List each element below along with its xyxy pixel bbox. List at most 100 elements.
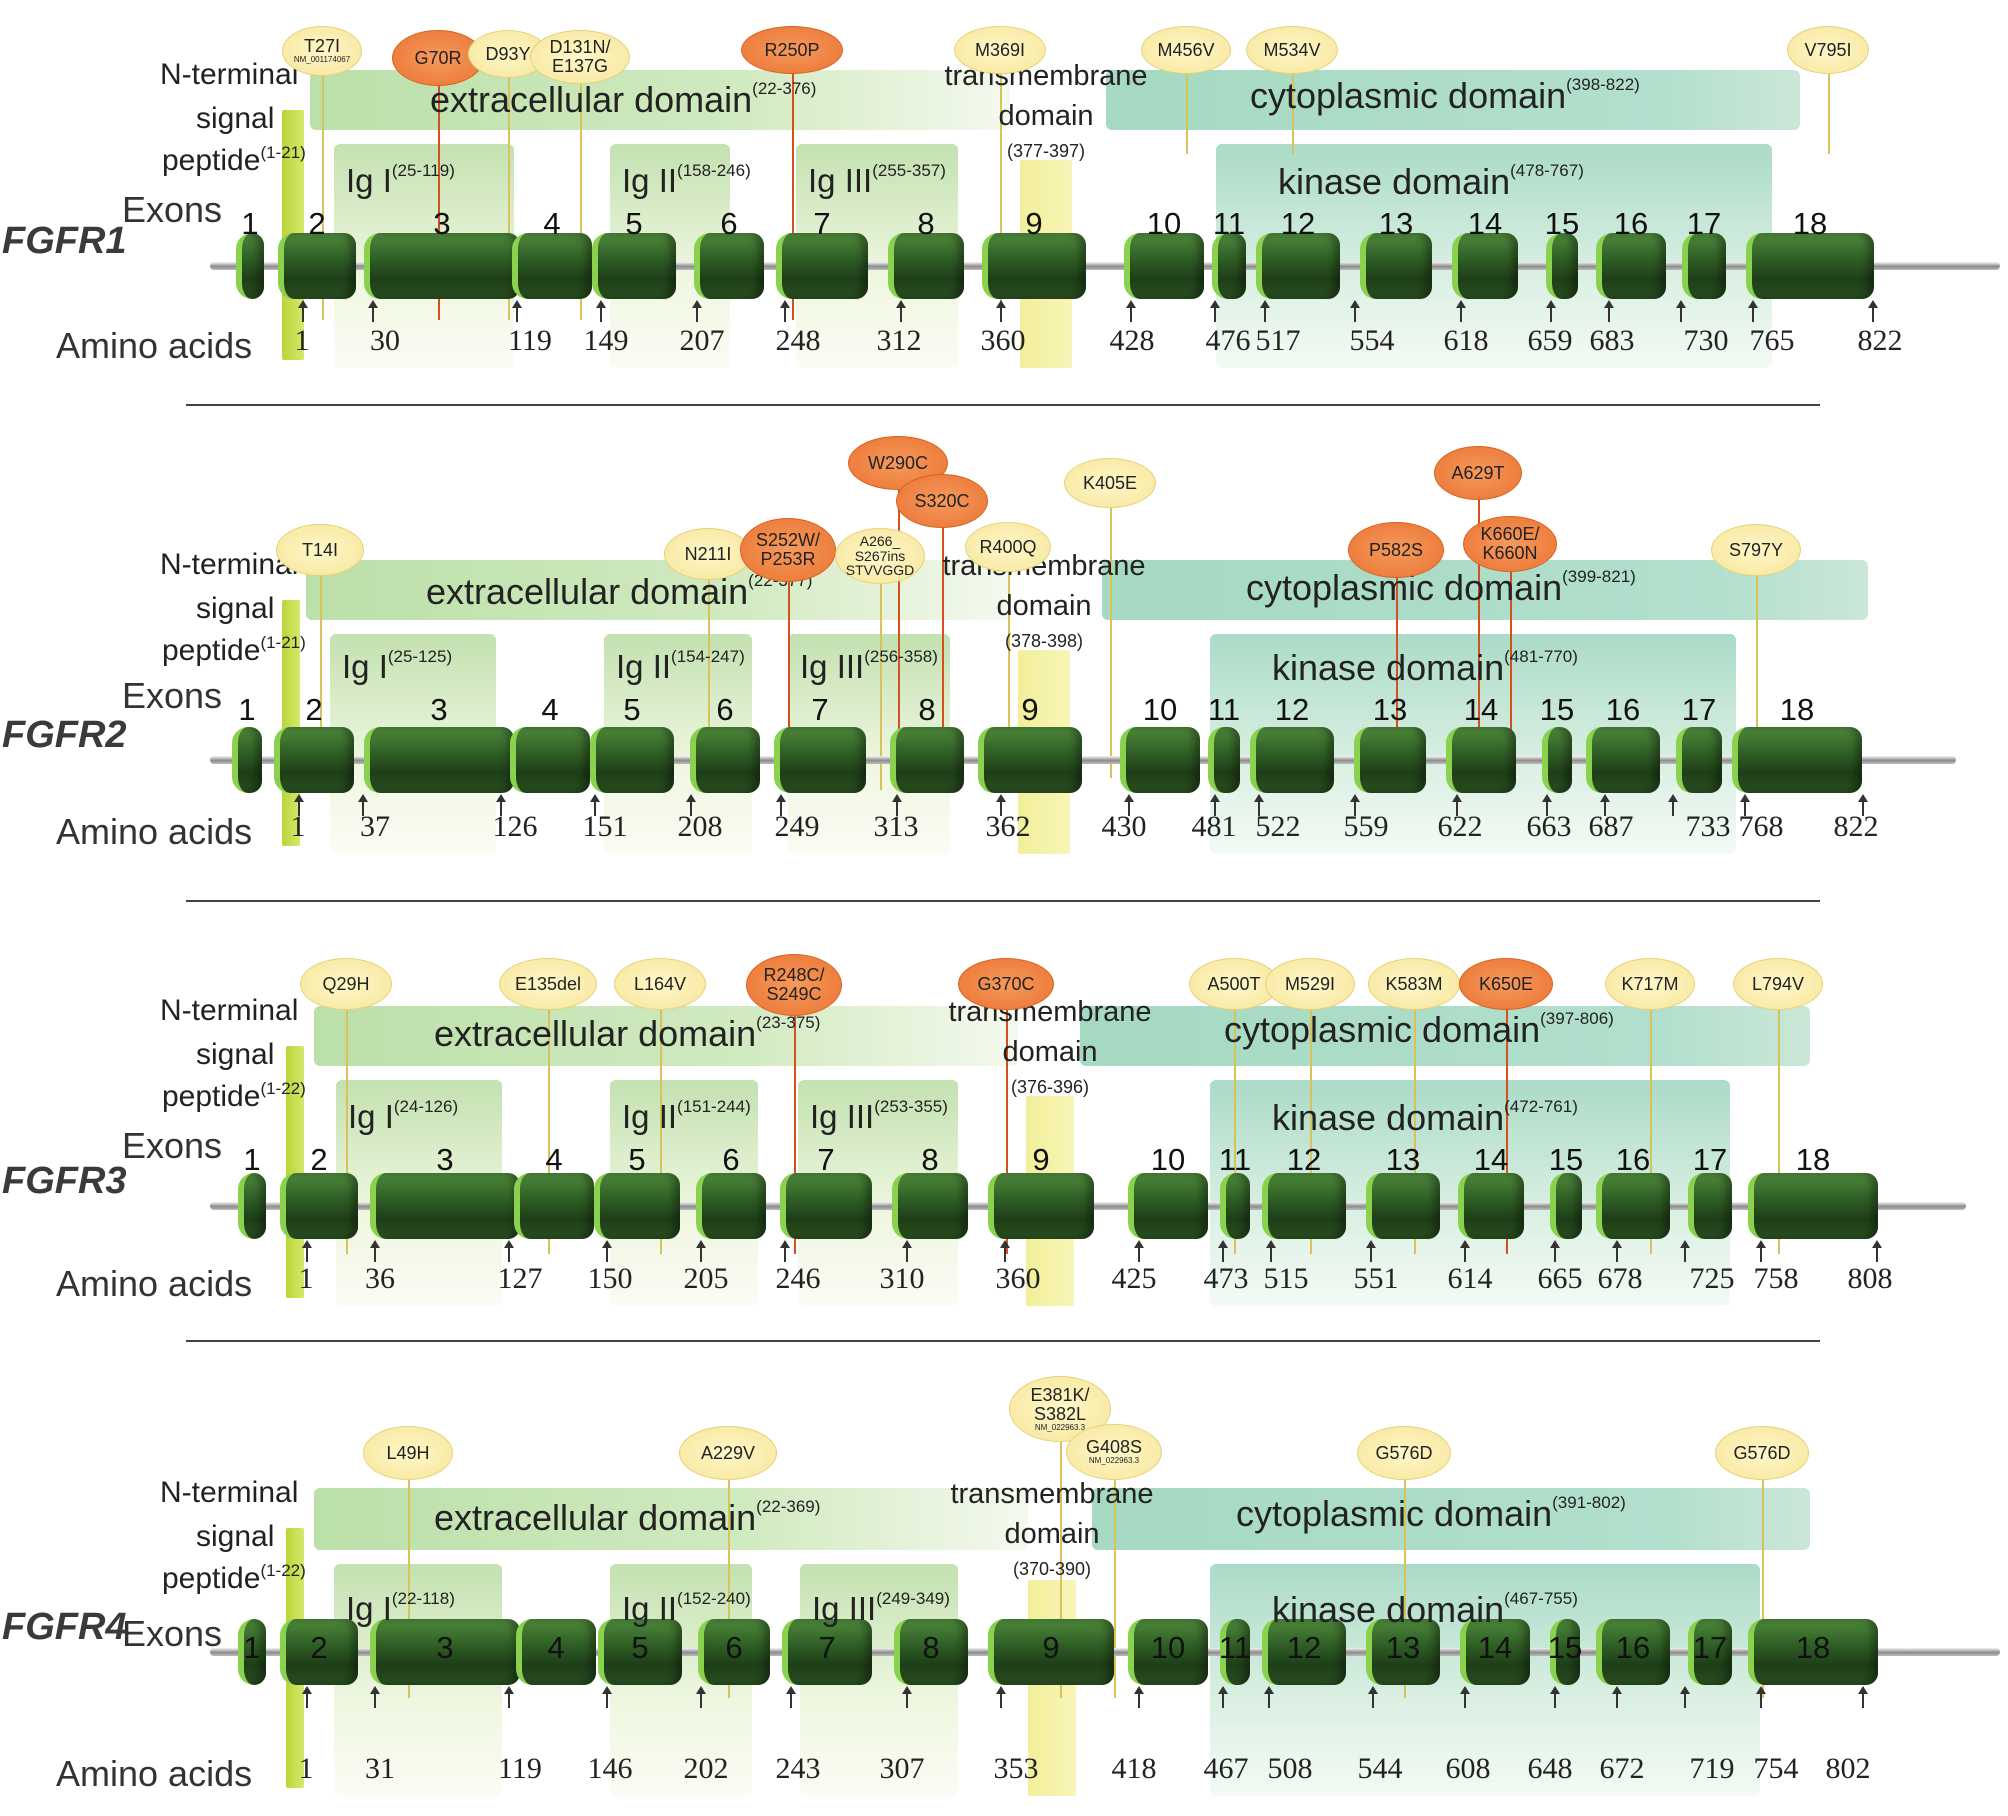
exon-number-label: 14 (1477, 1630, 1513, 1665)
mutation-stem (548, 1010, 550, 1254)
transmembrane-range: (378-398) (1004, 631, 1084, 651)
mutation-badge: S252W/ P253R (740, 518, 836, 582)
mutation-label: A266_ S267ins STVVGGD (845, 532, 915, 579)
exon-number-label: 17 (1692, 1630, 1728, 1665)
mutation-label-wrap: D93Y (485, 44, 530, 64)
exon-number-label: 5 (631, 1630, 649, 1665)
ig-domain-range: (25-125) (387, 647, 453, 666)
exon-number-label: 3 (433, 206, 451, 241)
exon-number-label: 1 (243, 1142, 261, 1177)
transmembrane-range: (370-390) (1012, 1559, 1092, 1579)
exon-15 (1550, 1173, 1582, 1239)
amino-acid-position: 31 (365, 1752, 395, 1785)
exon-number-label: 6 (722, 1142, 740, 1177)
position-arrow (1600, 794, 1610, 816)
amino-acid-position: 428 (1109, 324, 1155, 357)
mutation-stem (1234, 1010, 1236, 1254)
mutation-stem (1510, 572, 1512, 790)
position-arrow (504, 1240, 514, 1262)
mutation-label-wrap: E135del (514, 973, 582, 994)
exon-12 (1262, 1173, 1346, 1239)
mutation-label: E135del (514, 973, 582, 994)
position-arrow (1612, 1240, 1622, 1262)
amino-acid-position: 544 (1357, 1752, 1403, 1785)
mutation-label: D131N/ E137G (549, 37, 611, 76)
exon-number-label: 12 (1274, 692, 1310, 727)
position-arrow (298, 300, 308, 322)
extracellular-domain-label: extracellular domain(22-376) (430, 80, 816, 118)
exon-number-label: 2 (310, 1142, 328, 1177)
exon-number-label: 3 (436, 1630, 454, 1665)
mutation-badge: K650E (1459, 958, 1553, 1010)
exons-label: Exons (122, 1613, 223, 1654)
ig-domain-range: (154-247) (671, 647, 745, 666)
amino-acid-position: 517 (1255, 324, 1301, 357)
exon-number-label: 16 (1615, 1142, 1651, 1177)
position-arrow (1210, 300, 1220, 322)
position-arrow (1266, 1240, 1276, 1262)
exon-12 (1256, 233, 1340, 299)
ig-domain-label-2: Ig II(154-247) (616, 647, 745, 683)
exons-label: Exons (122, 675, 223, 716)
amino-acid-position: 243 (775, 1752, 821, 1785)
transmembrane-label: transmembrane (948, 996, 1152, 1028)
ig-domain-text: Ig II (622, 1590, 678, 1627)
position-arrow (602, 1240, 612, 1262)
gene-name: FGFR2 (2, 714, 127, 756)
cytoplasmic-domain-label: cytoplasmic domain(398-822) (1250, 76, 1640, 114)
exon-5 (592, 233, 676, 299)
mutation-stem (322, 76, 324, 320)
exon-number-label: 10 (1150, 1630, 1186, 1665)
exon-number-label: 18 (1792, 206, 1828, 241)
signal-label: signal (196, 102, 275, 135)
exon-number-label: 2 (308, 206, 326, 241)
kinase-range: (472-761) (1504, 1097, 1578, 1116)
position-arrow (996, 794, 1006, 816)
mutation-label: G576D (1375, 1442, 1433, 1463)
kinase-range: (467-755) (1504, 1589, 1578, 1608)
exon-17 (1682, 233, 1726, 299)
cytoplasmic-domain-band (1106, 70, 1800, 130)
exon-13 (1366, 1173, 1440, 1239)
mutation-badge: T14I (276, 524, 364, 576)
exon-15 (1542, 727, 1572, 793)
amino-acid-position: 730 (1683, 324, 1729, 357)
amino-acid-position: 1 (290, 810, 306, 843)
kinase-domain-text: kinase domain (1272, 1097, 1505, 1138)
mutation-stem (1114, 1480, 1116, 1698)
mutation-badge: N211I (664, 528, 752, 580)
exon-number-label: 16 (1613, 206, 1649, 241)
kinase-range: (478-767) (1510, 161, 1584, 180)
amino-acid-position: 754 (1753, 1752, 1799, 1785)
ig-domain-text: Ig I (346, 162, 392, 199)
exon-16 (1586, 727, 1660, 793)
amino-acid-position: 1 (294, 324, 310, 357)
amino-acid-position: 687 (1588, 810, 1634, 843)
ig-domain-range: (249-349) (876, 1589, 950, 1608)
amino-acid-position: 522 (1255, 810, 1301, 843)
mutation-label: E381K/ S382L (1030, 1384, 1090, 1424)
amino-acid-position: 362 (985, 810, 1031, 843)
n-terminal-label: N-terminal (160, 1476, 299, 1509)
mutation-badge: R250P (741, 26, 843, 74)
position-arrow (692, 300, 702, 322)
mutation-stem (1060, 1442, 1062, 1698)
amino-acid-position: 467 (1203, 1752, 1249, 1785)
exon-5 (594, 1173, 680, 1239)
position-arrow (1676, 300, 1686, 322)
exon-number-label: 16 (1615, 1630, 1651, 1665)
mutation-label: M369I (974, 39, 1026, 60)
amino-acids-label: Amino acids (56, 811, 253, 852)
position-arrow (368, 300, 378, 322)
mutation-label: S252W/ P253R (755, 530, 821, 569)
extracellular-domain-text: extracellular domain (434, 1013, 757, 1054)
mutation-label-wrap: V795I (1804, 40, 1851, 60)
kinase-domain-label: kinase domain(481-770) (1272, 647, 1578, 688)
mutation-label-wrap: G370C (977, 974, 1034, 994)
amino-acid-position: 618 (1443, 324, 1489, 357)
mutation-label-wrap: R250P (764, 40, 819, 60)
kinase-domain-text: kinase domain (1272, 647, 1505, 688)
position-arrow (780, 300, 790, 322)
peptide-label: peptide (162, 1562, 261, 1595)
